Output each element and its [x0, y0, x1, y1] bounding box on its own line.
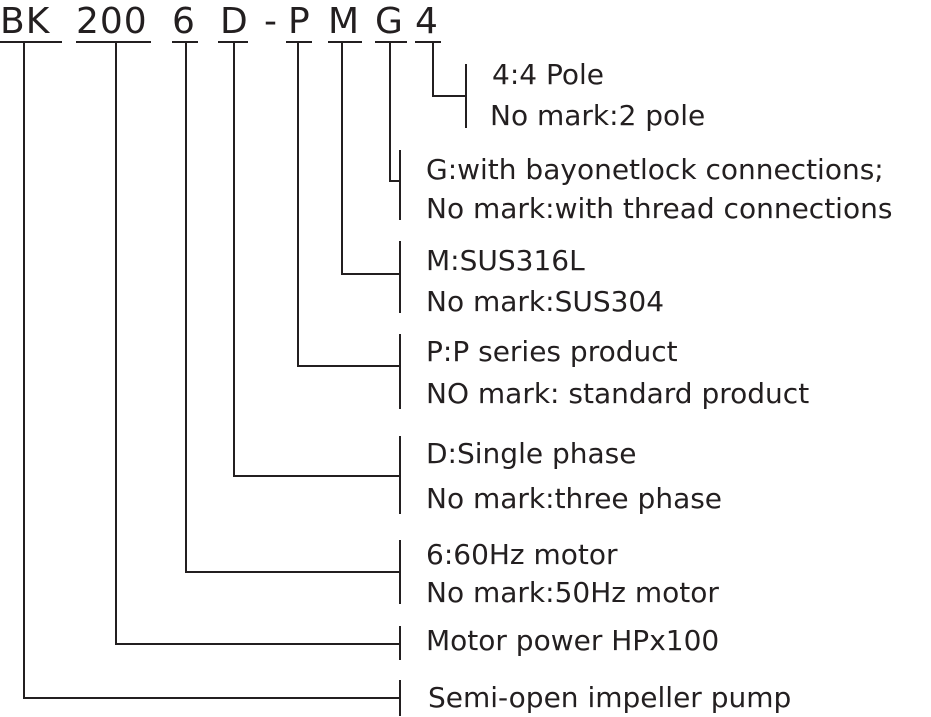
leader-frequency: [185, 42, 400, 573]
model-code: BK 200 6 D - P M G 4: [0, 1, 439, 42]
description-series-line-2: NO mark: standard product: [426, 377, 809, 410]
descriptions: 4:4 Pole No mark:2 pole G:with bayonetlo…: [426, 58, 892, 714]
description-pole-line-2: No mark:2 pole: [490, 99, 705, 132]
code-segment-pole: 4: [415, 1, 439, 42]
code-segment-connection: G: [375, 1, 404, 42]
description-phase-line-1: D:Single phase: [426, 437, 636, 470]
code-segment-freq: 6: [172, 1, 196, 42]
code-segment-series: P: [288, 1, 311, 42]
description-pump-type-line-1: Semi-open impeller pump: [428, 681, 791, 714]
description-frequency-line-2: No mark:50Hz motor: [426, 576, 719, 609]
leader-pole: [432, 42, 466, 97]
code-segment-dash: -: [264, 1, 278, 42]
description-series-line-1: P:P series product: [426, 335, 678, 368]
description-material-line-2: No mark:SUS304: [426, 285, 664, 318]
description-power-line-1: Motor power HPx100: [426, 624, 719, 657]
code-segment-power: 200: [76, 1, 148, 42]
leader-series: [297, 42, 400, 367]
leader-connection: [389, 42, 400, 182]
description-phase-line-2: No mark:three phase: [426, 482, 722, 515]
code-segment-bk: BK: [0, 1, 51, 42]
description-connection-line-1: G:with bayonetlock connections;: [426, 153, 884, 186]
description-frequency-line-1: 6:60Hz motor: [426, 538, 618, 571]
code-segment-phase: D: [220, 1, 249, 42]
leader-material: [341, 42, 400, 275]
leader-pump-type: [23, 42, 400, 699]
code-segment-material: M: [328, 1, 360, 42]
description-connection-line-2: No mark:with thread connections: [426, 192, 892, 225]
description-material-line-1: M:SUS316L: [426, 244, 585, 277]
leader-power: [115, 42, 400, 645]
leader-phase: [233, 42, 400, 477]
description-pole-line-1: 4:4 Pole: [492, 58, 604, 91]
leader-lines: [23, 42, 467, 716]
